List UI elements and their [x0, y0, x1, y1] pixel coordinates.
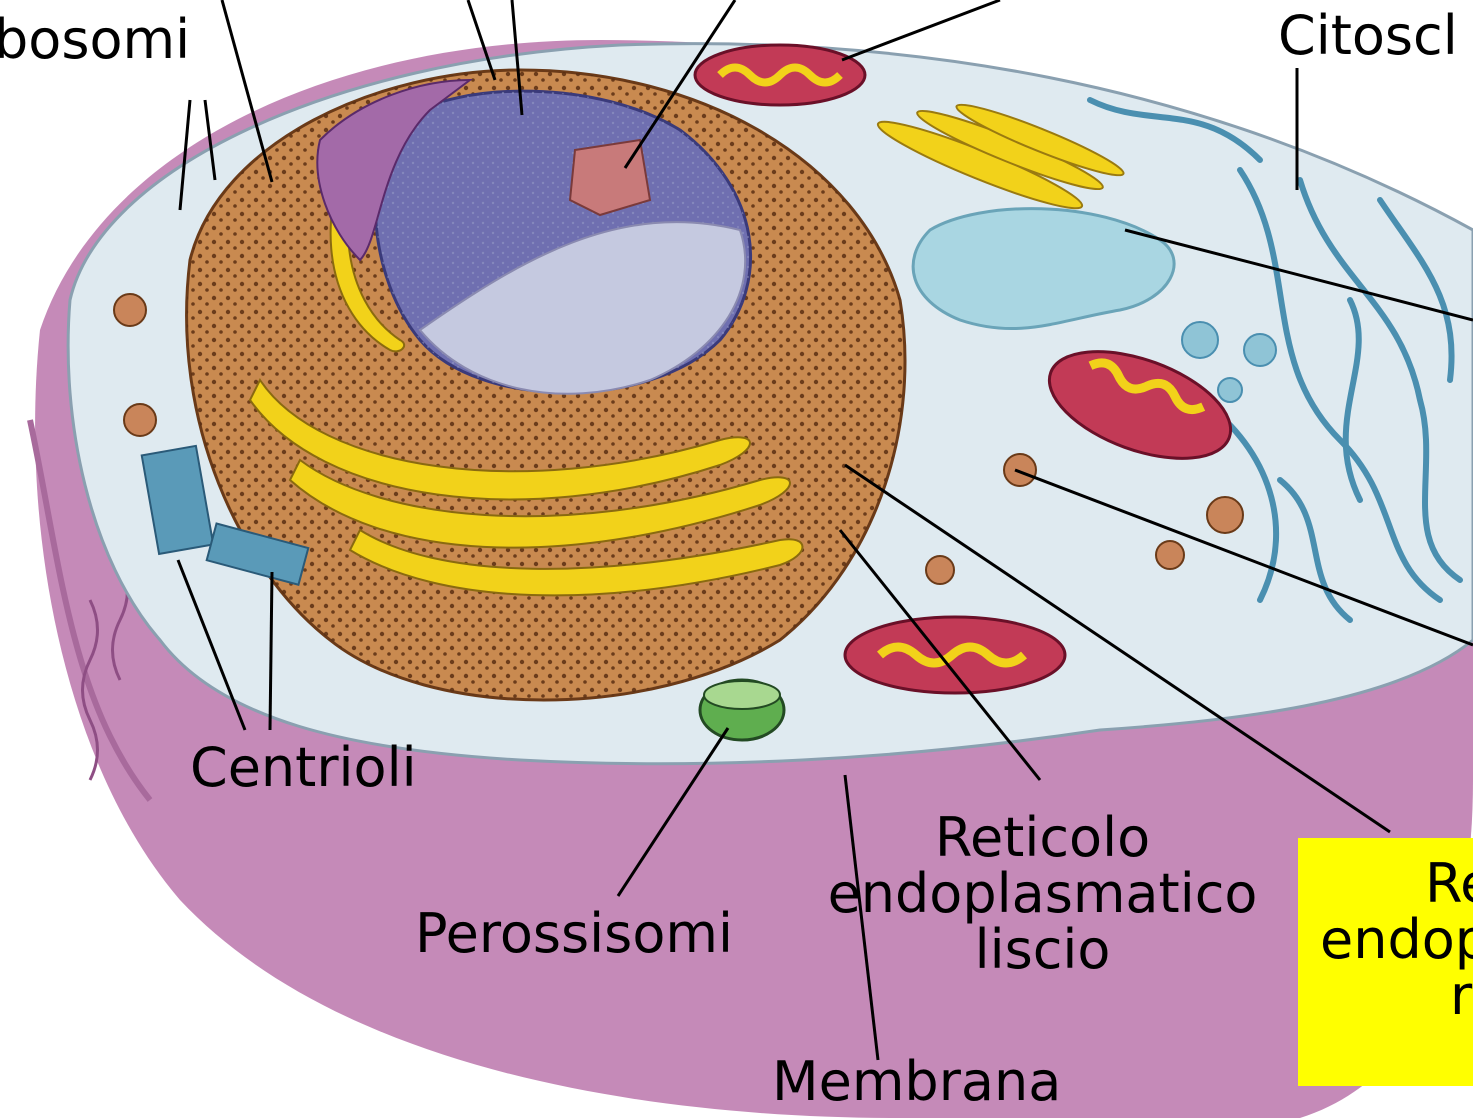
label-rer-line1: Re [1310, 856, 1473, 912]
label-membrana: Membrana [772, 1054, 1061, 1110]
label-reticolo-liscio: Reticolo endoplasmatico liscio [815, 810, 1270, 978]
label-citoscheletro: Citoscl [1278, 8, 1458, 64]
label-reticolo-rugoso: Re endop r [1310, 856, 1473, 1024]
label-perossisomi: Perossisomi [415, 906, 733, 962]
label-rer-line2: endop [1310, 912, 1473, 968]
label-centrioli: Centrioli [190, 740, 417, 796]
label-rel-line3: liscio [815, 922, 1270, 978]
label-rel-line1: Reticolo [815, 810, 1270, 866]
nucleolus [570, 140, 650, 215]
label-rel-line2: endoplasmatico [815, 866, 1270, 922]
label-ribosomi: bosomi [0, 12, 190, 68]
label-rer-line3: r [1310, 968, 1473, 1024]
peroxisome [700, 680, 784, 740]
